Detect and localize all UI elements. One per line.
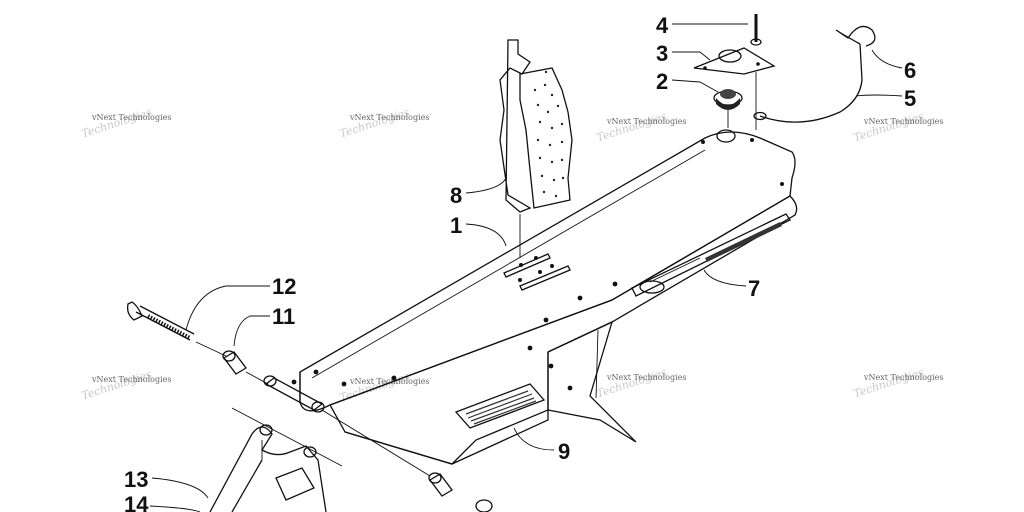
watermark-text: vNext Technologies [349, 113, 429, 122]
mount-slots [503, 253, 571, 291]
leader-8 [465, 177, 507, 194]
callout-4: 4 [656, 13, 669, 38]
clip [835, 25, 876, 47]
watermark-text: vNext Technologies [91, 113, 171, 122]
watermark-shadow: Technologies [338, 370, 412, 405]
watermark-shadow: Technologies [595, 110, 669, 145]
tether [753, 43, 863, 123]
callout-13: 13 [124, 467, 148, 492]
callout-5: 5 [904, 86, 916, 111]
leader-1 [465, 223, 507, 247]
watermark-shadow: Technologies [338, 106, 412, 141]
watermark-1: Technologies vNext Technologies [80, 106, 172, 141]
callout-7: 7 [748, 276, 760, 301]
watermark-text: vNext Technologies [863, 117, 943, 126]
mud-flap [499, 39, 573, 258]
callout-1: 1 [450, 213, 462, 238]
watermark-2: Technologies vNext Technologies [338, 106, 430, 141]
rivets [291, 138, 784, 391]
callout-8: 8 [450, 183, 462, 208]
callout-11: 11 [272, 304, 295, 329]
mount-plate [693, 47, 776, 75]
watermark-text: vNext Technologies [863, 373, 943, 382]
pivot-tube [263, 375, 431, 477]
leader-7 [703, 269, 747, 287]
lower-bracket [209, 407, 343, 512]
callout-14: 14 [124, 492, 149, 512]
watermark-8: Technologies vNext Technologies [852, 366, 944, 401]
callout-12: 12 [272, 274, 296, 299]
watermark-6: Technologies vNext Technologies [338, 370, 430, 405]
watermark-shadow: Technologies [595, 366, 669, 401]
watermark-text: vNext Technologies [349, 377, 429, 386]
grommet [713, 89, 743, 128]
leader-lines [149, 23, 903, 512]
warning-label [454, 383, 546, 429]
leader-3 [672, 51, 711, 61]
watermark-text: vNext Technologies [606, 373, 686, 382]
leader-2 [671, 79, 719, 93]
leader-9 [513, 427, 555, 451]
leader-14 [149, 505, 201, 512]
tunnel-panel [291, 129, 798, 465]
leader-5 [855, 94, 903, 97]
callouts: 4 3 2 6 5 8 1 7 12 11 9 13 14 [124, 13, 916, 512]
watermark-5: Technologies vNext Technologies [80, 368, 172, 403]
watermark-text: vNext Technologies [606, 117, 686, 126]
watermark-7: Technologies vNext Technologies [595, 366, 687, 401]
callout-2: 2 [656, 69, 668, 94]
leader-6 [871, 49, 903, 69]
watermark-shadow: Technologies [852, 110, 926, 145]
watermark-shadow: Technologies [852, 366, 926, 401]
pin [750, 14, 762, 130]
bushing [222, 350, 269, 385]
leader-13 [151, 477, 209, 499]
watermark-3: Technologies vNext Technologies [595, 110, 687, 145]
leader-12 [185, 285, 270, 331]
watermark-text: vNext Technologies [91, 375, 171, 384]
callout-6: 6 [904, 58, 916, 83]
bolt [126, 301, 227, 357]
watermark-group: Technologies vNext Technologies Technolo… [80, 106, 944, 405]
decal-strip [631, 213, 791, 297]
callout-9: 9 [558, 439, 570, 464]
watermark-4: Technologies vNext Technologies [852, 110, 944, 145]
axle-hardware [428, 472, 493, 512]
watermark-shadow: Technologies [80, 368, 154, 403]
leader-11 [233, 315, 270, 347]
watermark-shadow: Technologies [80, 106, 154, 141]
callout-3: 3 [656, 41, 668, 66]
